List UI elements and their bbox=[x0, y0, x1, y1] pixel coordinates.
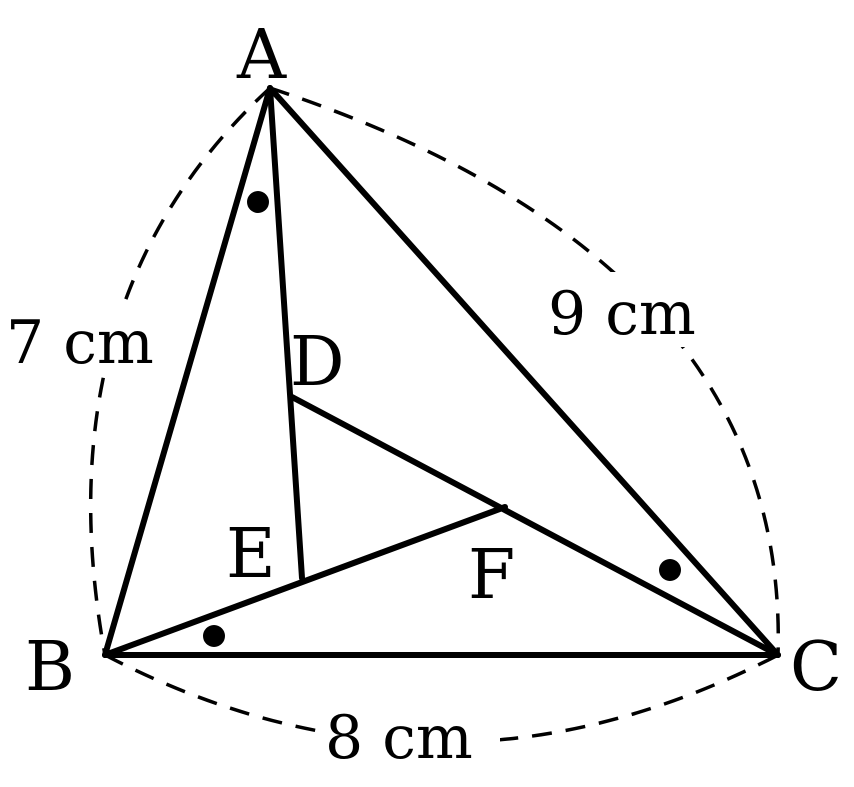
point-label-a: A bbox=[236, 16, 287, 95]
length-label-ac-bg bbox=[545, 272, 723, 347]
length-label-ab-bg bbox=[2, 300, 174, 375]
angle-mark-c bbox=[659, 559, 681, 581]
length-label-ab: 7 cm bbox=[6, 308, 154, 378]
segment-bf bbox=[102, 504, 508, 658]
segment-ae bbox=[267, 85, 305, 581]
angle-mark-a bbox=[247, 191, 269, 213]
segment-cd bbox=[289, 394, 781, 658]
point-label-d: D bbox=[290, 323, 345, 402]
point-label-b: B bbox=[25, 628, 75, 707]
point-label-f: F bbox=[468, 536, 515, 615]
segment-ac bbox=[267, 85, 781, 658]
length-label-ac: 9 cm bbox=[548, 279, 696, 349]
segment-ab bbox=[102, 85, 273, 658]
point-label-e: E bbox=[226, 515, 276, 594]
angle-mark-b bbox=[203, 625, 225, 647]
length-label-bc-bg bbox=[322, 695, 500, 770]
point-label-c: C bbox=[790, 628, 842, 707]
length-label-bc: 8 cm bbox=[325, 703, 473, 773]
arc-ab bbox=[88, 86, 272, 656]
